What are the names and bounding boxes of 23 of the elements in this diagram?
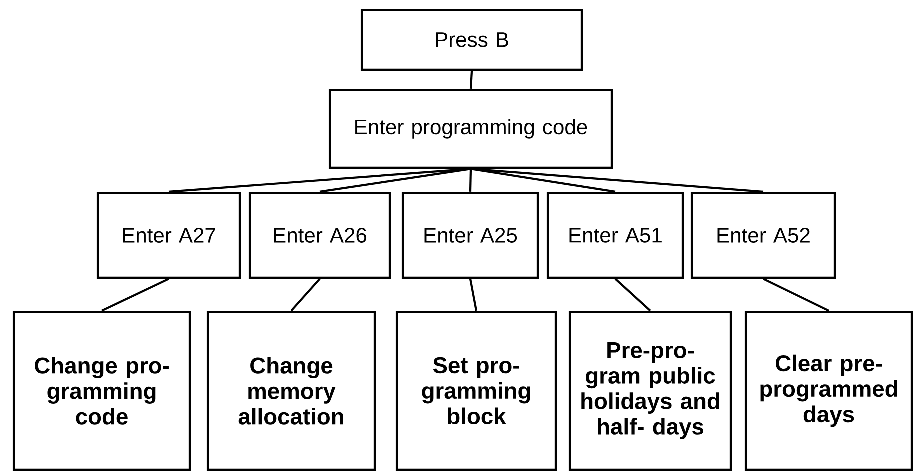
connector-line	[470, 168, 616, 193]
connector-line	[763, 278, 830, 312]
connector-line	[168, 168, 472, 193]
connector-line	[469, 278, 478, 312]
action-box: Set pro- gramming block	[396, 310, 558, 472]
process-box: Press B	[360, 8, 584, 72]
connector-line	[614, 278, 652, 312]
step-box: Enter A27	[96, 192, 242, 280]
action-box: Change memory allocation	[206, 310, 376, 472]
connector-line	[102, 278, 170, 312]
connector-line	[470, 70, 474, 89]
action-box: Change pro- gramming code	[12, 310, 192, 472]
connector-line	[469, 169, 472, 192]
step-box: Enter A26	[248, 192, 392, 280]
action-box: Pre-pro- gram public holidays and half- days	[568, 310, 732, 472]
step-box: Enter A51	[546, 192, 684, 280]
connector-line	[290, 278, 321, 312]
action-box: Clear pre- programmed days	[744, 310, 914, 472]
step-box: Enter A52	[690, 192, 836, 280]
connector-line	[320, 168, 472, 193]
process-box: Enter programming code	[328, 88, 614, 170]
step-box: Enter A25	[402, 192, 540, 280]
connector-line	[470, 168, 764, 193]
